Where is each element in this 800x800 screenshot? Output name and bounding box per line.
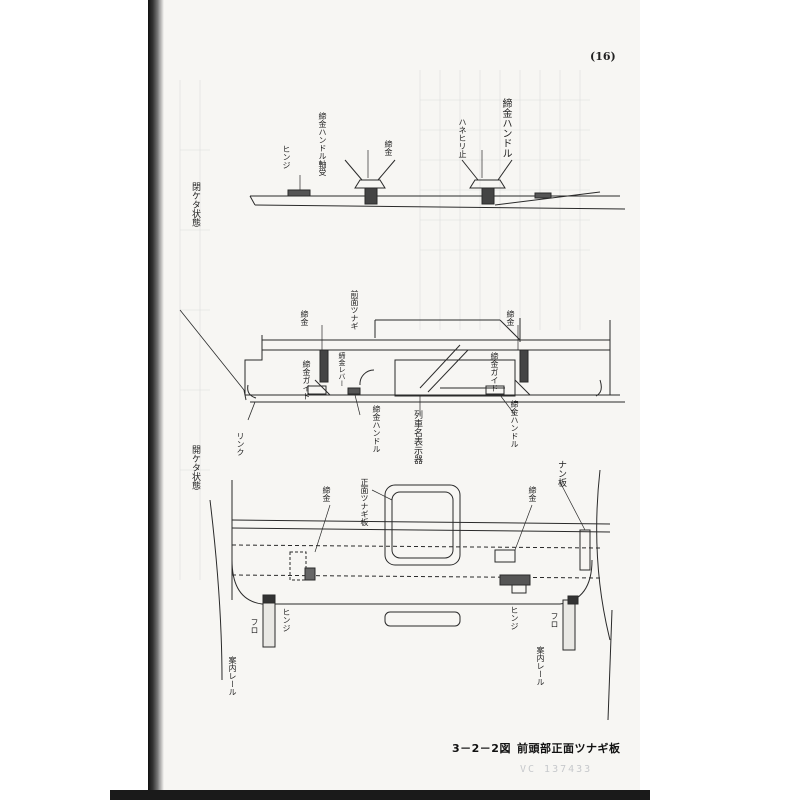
label-hinge-low-right: ヒンジ: [510, 606, 519, 630]
scan-margin: [0, 0, 150, 800]
label-fastener-bearing-right: 締金ガイド: [490, 352, 499, 392]
figure-title: 前頭部正面ツナギ板: [516, 742, 621, 755]
show-through-table: [179, 70, 590, 580]
label-fastener-top: 締金: [384, 140, 393, 156]
label-guide-rail-left: 案内レール: [228, 656, 237, 696]
label-train-indicator: 列車名表示器: [412, 410, 422, 464]
label-fastener-handle-top: 締金ハンドル: [500, 98, 511, 158]
label-fastener-lever: 締金レバー: [338, 352, 346, 387]
label-closed-state: 閉ケタ状態: [190, 182, 200, 227]
label-link: リンク: [236, 432, 245, 456]
label-front-gangway-plate: 正面ツナギ板: [360, 478, 369, 526]
label-fastener-mid-right: 締金: [506, 310, 515, 326]
label-fastener-handle-mid2: 締金ハンドル: [510, 400, 519, 448]
label-guide-rail-right: 案内レール: [536, 646, 545, 686]
page-number: (16): [590, 50, 616, 63]
binding-shadow: [148, 0, 164, 800]
middle-side-view: [179, 309, 625, 421]
label-fastener-low-right: 締金: [528, 486, 537, 502]
bottom-open-view: [209, 469, 613, 721]
top-plan-view: [249, 159, 626, 210]
label-fastener-handle-mid: 締金ハンドル: [372, 405, 381, 453]
label-front-gangway-mid: 前面ツナギ: [350, 290, 359, 330]
label-furo-left: フロ: [250, 618, 259, 634]
scan-bottom-edge: [110, 790, 650, 800]
label-open-state: 開ケタ状態: [190, 445, 200, 490]
label-fastener-low-left: 締金: [322, 486, 331, 502]
label-fastener-mid-left: 締金: [300, 310, 309, 326]
label-furo-right: フロ: [550, 612, 559, 628]
label-nan-plate: ナン板: [556, 460, 566, 487]
label-fastener-bearing-left: 締金ガイド: [302, 360, 311, 400]
figure-number: 3－2－2図: [452, 742, 511, 755]
label-hinge-top: ヒンジ: [282, 145, 291, 169]
label-fastener-handle-shaft: 締金ハンドル軸受: [318, 112, 327, 176]
archive-stamp: VC 137433: [520, 764, 593, 775]
label-stopper-top: ハネヒリ止: [458, 118, 467, 158]
leader-lines: [299, 150, 586, 553]
figure-caption: 3－2－2図前頭部正面ツナギ板: [452, 740, 626, 756]
label-hinge-low-left: ヒンジ: [282, 608, 291, 632]
